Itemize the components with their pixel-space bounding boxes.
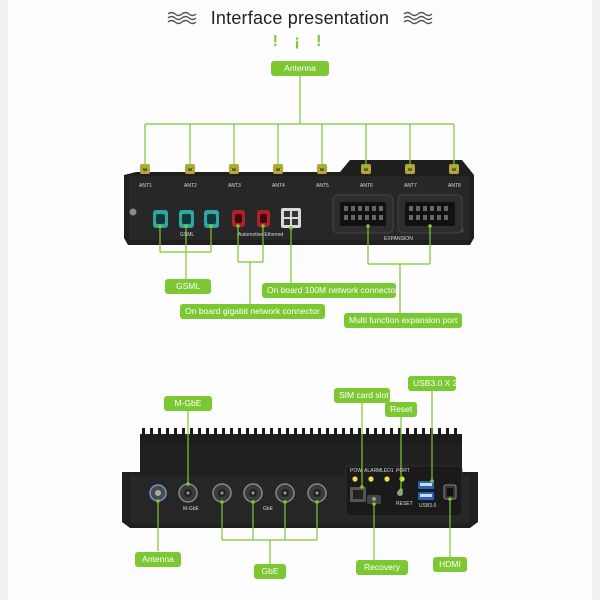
silk-reset: RESET: [396, 501, 413, 507]
waves-icon-left: [167, 11, 197, 25]
silk-expansion: EXPANSION: [384, 236, 413, 242]
silk-gsml: GSML: [180, 232, 195, 238]
left-edge-strip: [0, 0, 8, 600]
recovery-button: [367, 495, 381, 504]
callout-onboard-gigabit: On board gigabit network connector: [180, 304, 325, 319]
sim-card-slot: [350, 487, 366, 502]
gigabit-ports: [232, 210, 270, 227]
silk-usb: USB3.0: [419, 503, 437, 509]
silk-gbe: GbE: [263, 506, 274, 512]
callout-expansion: Multi function expansion port: [344, 313, 462, 328]
ant-label-4: ANT4: [272, 183, 285, 189]
ant-label-8: ANT8: [448, 183, 461, 189]
silk-mgbe: M-GbE: [183, 506, 199, 512]
ant-label-6: ANT6: [360, 183, 373, 189]
callout-mgbe: M-GbE: [164, 396, 212, 411]
header: Interface presentation: [0, 6, 600, 30]
gsml-ports: [153, 210, 219, 228]
usb-ports: [418, 481, 434, 500]
callout-hdmi: HDMI: [433, 557, 467, 572]
bottom-ports: [149, 465, 463, 517]
ant-label-7: ANT7: [404, 183, 417, 189]
page-title: Interface presentation: [210, 7, 390, 28]
antenna-port: [149, 484, 167, 502]
silk-led-pow: POW: [350, 468, 362, 474]
waves-icon-right: [403, 11, 433, 25]
mgbe-port: [178, 483, 198, 503]
right-edge-strip: [592, 0, 600, 600]
ant-label-3: ANT3: [228, 183, 241, 189]
callout-onboard-100m: On board 100M network connector: [262, 283, 398, 298]
callout-sim: SIM card slot: [334, 388, 390, 403]
callout-gsml: GSML: [165, 279, 211, 294]
expansion-connectors: [332, 194, 463, 234]
silk-led-alarm: ALARM: [364, 468, 382, 474]
ant-label-1: ANT1: [139, 183, 152, 189]
callout-gbe: GbE: [254, 564, 286, 579]
callout-reset: Reset: [385, 402, 417, 417]
bottom-callout-lines: [157, 388, 451, 564]
gbe-port-2: [243, 483, 263, 503]
hdmi-port: [443, 484, 457, 500]
callout-antenna-bottom: Antenna: [135, 552, 181, 567]
gbe-port-3: [275, 483, 295, 503]
top-callout-dots: [143, 165, 456, 230]
ant-label-5: ANT5: [316, 183, 329, 189]
gbe-port-1: [212, 483, 232, 503]
network-100m-connector: [281, 208, 301, 228]
silk-gigabit: Automotive Ethernet: [238, 232, 284, 238]
exclamation-marks: ! ¡ !: [272, 33, 328, 50]
gbe-port-4: [307, 483, 327, 503]
callout-recovery: Recovery: [356, 560, 408, 575]
silk-led-led1: LED1: [381, 468, 394, 474]
callout-antenna-top: Antenna: [271, 61, 329, 76]
top-callout-lines: [144, 75, 455, 313]
screw-icon: [129, 208, 137, 216]
silk-led-port: PORT: [396, 468, 410, 474]
callout-usb: USB3.0 X 2: [408, 376, 457, 391]
ant-label-2: ANT2: [184, 183, 197, 189]
bottom-callout-dots: [156, 479, 452, 506]
